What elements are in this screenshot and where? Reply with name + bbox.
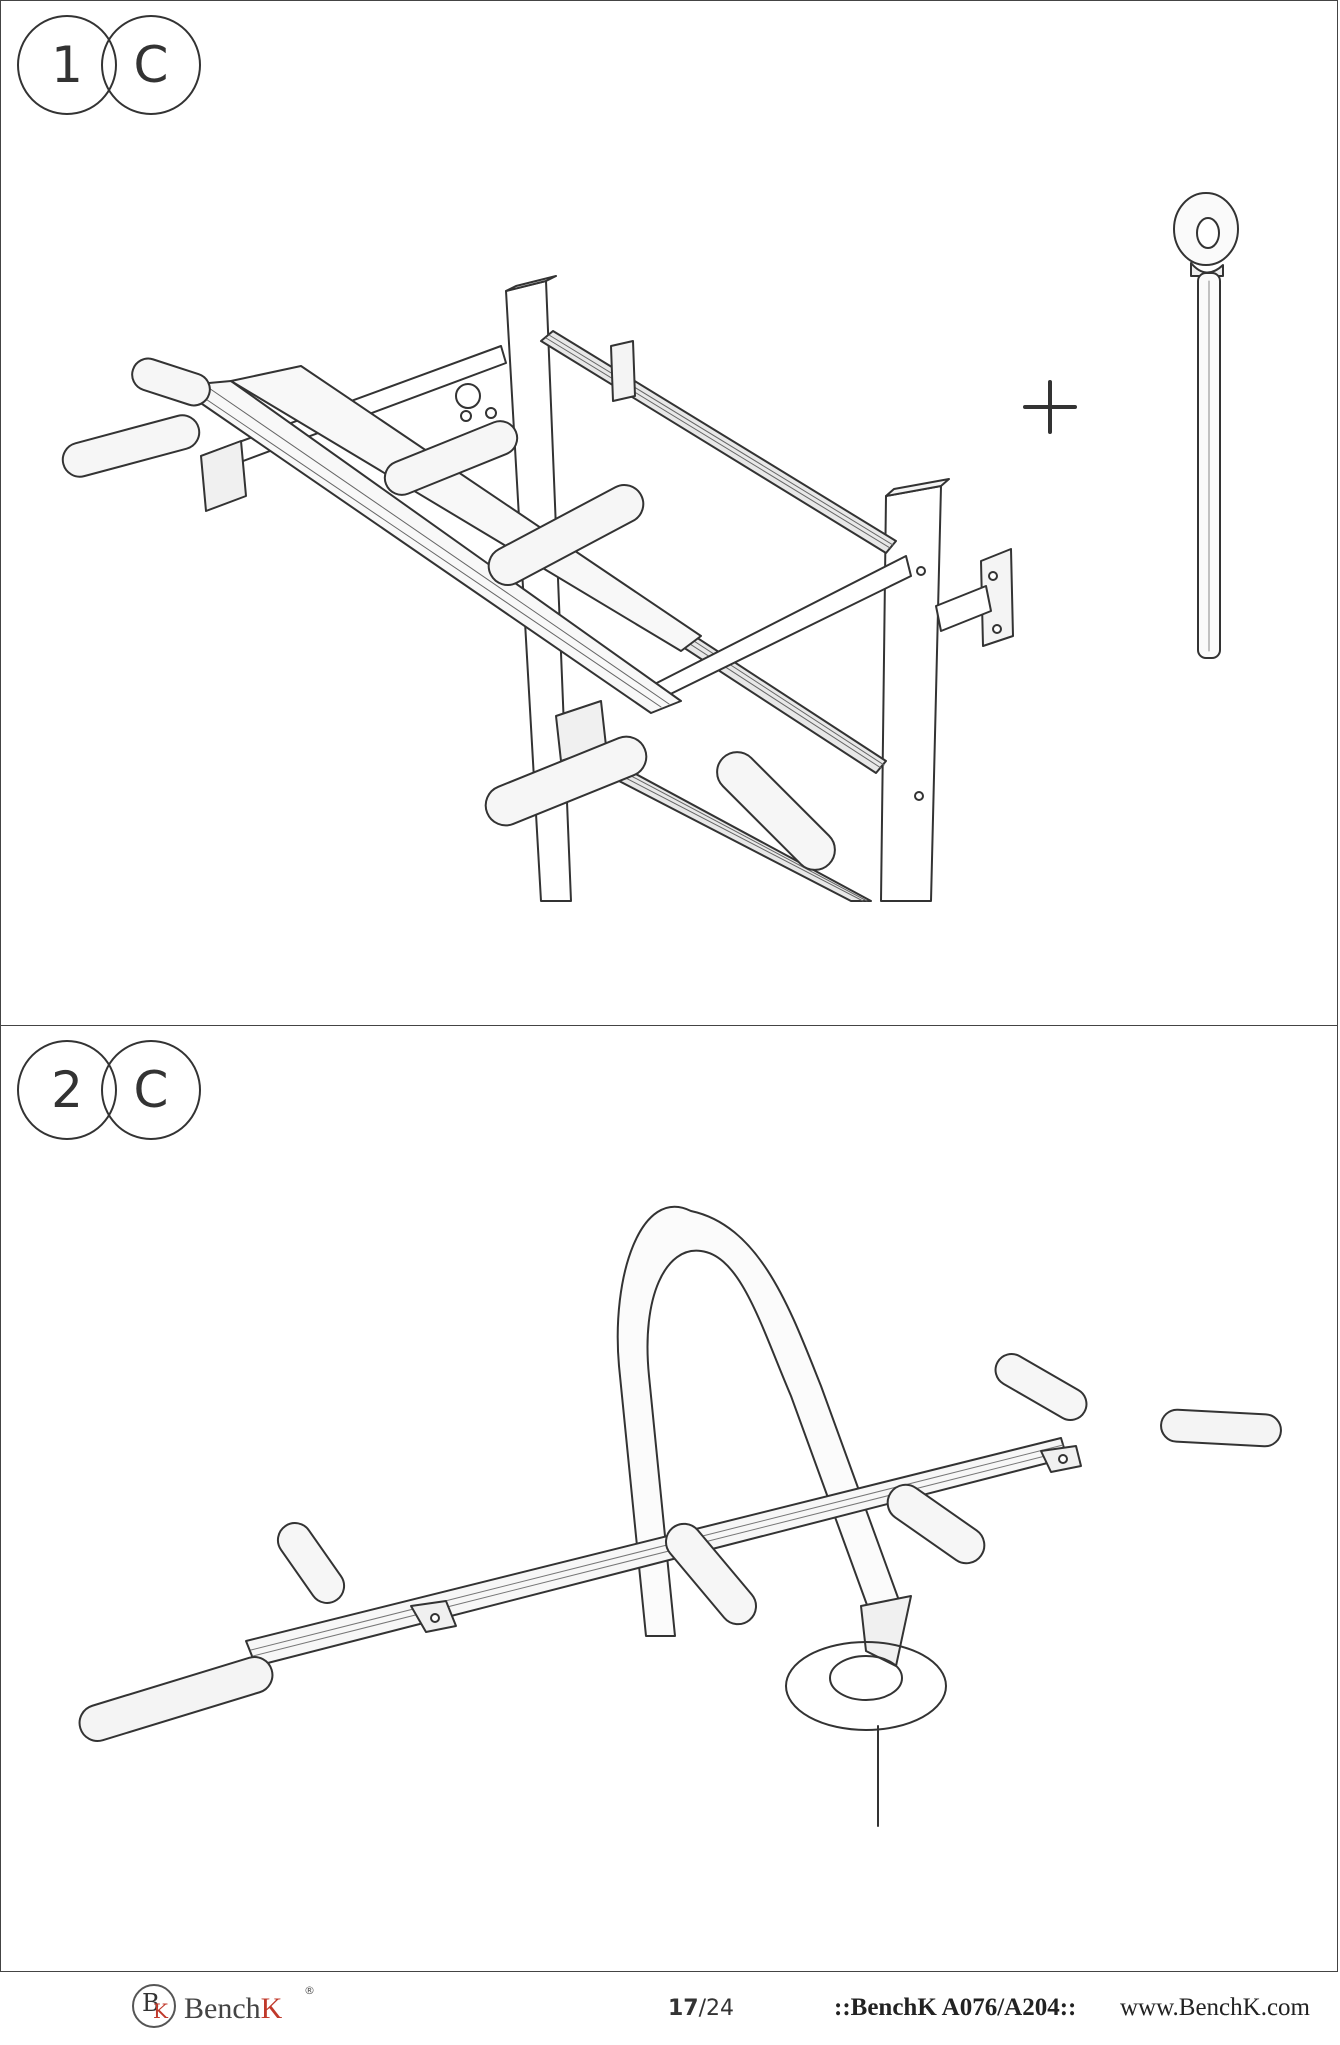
- eye-bolt-part: [1173, 192, 1239, 659]
- registered-mark: ®: [304, 1984, 315, 1997]
- website-url: www.BenchK.com: [1120, 1994, 1311, 2021]
- step-1-panel: 1 C: [0, 0, 1338, 1026]
- plus-icon: [1023, 380, 1077, 434]
- rotation-arrow-icon: [616, 1205, 902, 1637]
- pullup-bar-installation-illustration: [78, 1205, 1282, 1827]
- page-number: 17/24: [668, 1996, 735, 2021]
- step-letter-circle: [101, 15, 201, 115]
- model-code: ::BenchK A076/A204::: [834, 1994, 1077, 2021]
- step-1-badge: 1 C: [17, 15, 203, 119]
- brand-logo-icon: B K: [132, 1984, 176, 2028]
- step-number: 2: [51, 1061, 83, 1119]
- brand-name: BenchK: [184, 1992, 283, 2025]
- step-letter-circle: [101, 1040, 201, 1140]
- wall-bars-with-pullup-bar-illustration: [61, 192, 1239, 902]
- step-2-panel: 2 C: [0, 1026, 1338, 1972]
- step-2-badge: 2 C: [17, 1040, 203, 1144]
- step-letter: C: [133, 36, 169, 94]
- step-letter: C: [133, 1061, 169, 1119]
- page-footer: B K BenchK ® 17/24 ::BenchK A076/A204:: …: [0, 1972, 1340, 2045]
- step-number: 1: [51, 36, 83, 94]
